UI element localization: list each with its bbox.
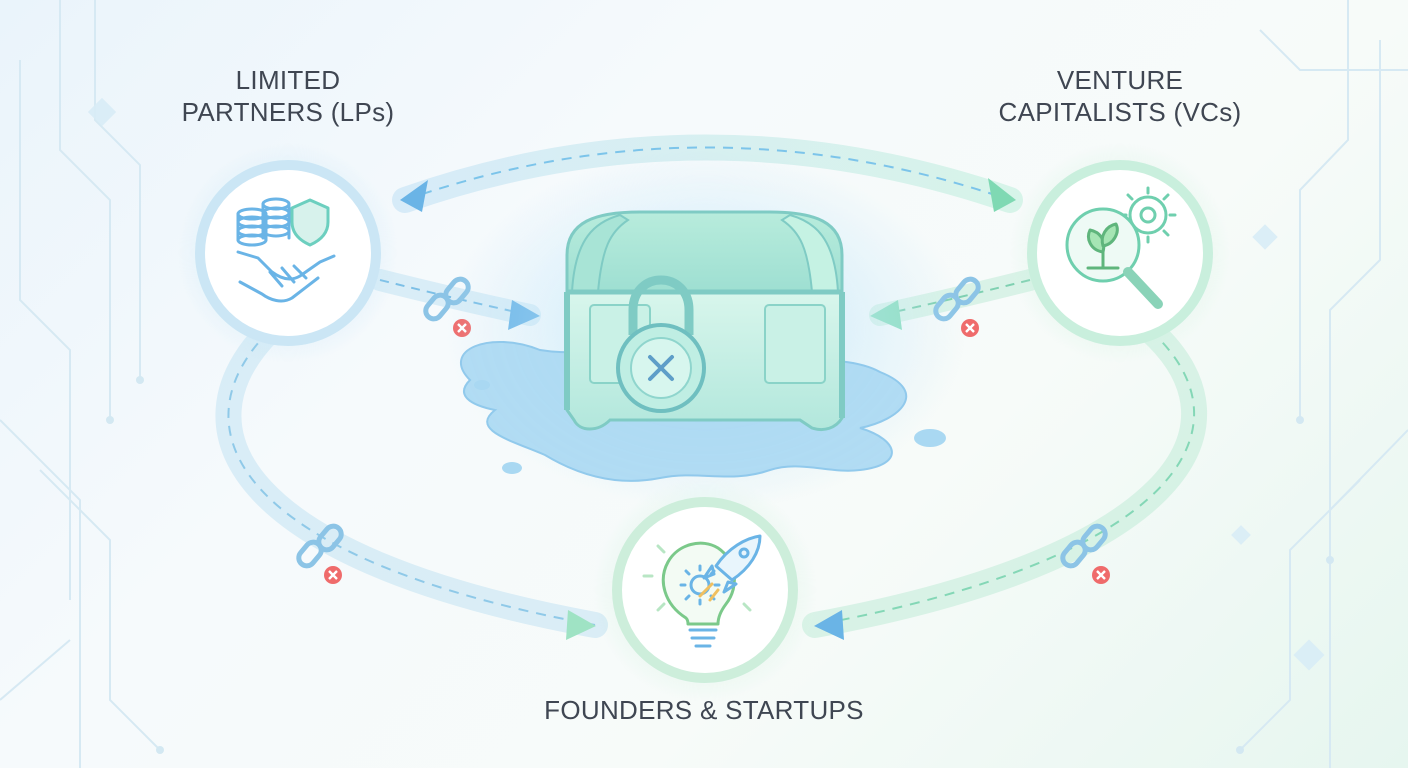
coins-shield-handshake-icon xyxy=(236,197,336,303)
arrowhead-to-founders-right xyxy=(814,610,844,640)
error-x-icon xyxy=(961,319,979,337)
lps-label-line2: PARTNERS (LPs) xyxy=(181,97,395,127)
lock-x-icon xyxy=(648,355,674,381)
circuit-nodes xyxy=(106,376,1334,754)
lightbulb-rocket-icon xyxy=(642,534,762,648)
vcs-label-line2: CAPITALISTS (VCs) xyxy=(998,97,1242,127)
founders-node xyxy=(593,478,817,702)
broken-chain-icon xyxy=(296,523,344,569)
vcs-label-line1: VENTURE xyxy=(1056,65,1184,95)
arrowhead-to-lps xyxy=(400,180,428,212)
broken-chain-icon xyxy=(1060,523,1108,569)
locked-chest-icon xyxy=(445,150,965,510)
vcs-node xyxy=(1010,143,1230,363)
lps-node xyxy=(178,143,398,363)
lps-label-line1: LIMITED xyxy=(235,65,341,95)
magnifier-sprout-gear-icon xyxy=(1065,186,1177,309)
lps-label: LIMITED PARTNERS (LPs) xyxy=(148,64,428,128)
error-x-icon xyxy=(1092,566,1110,584)
error-x-icon xyxy=(324,566,342,584)
decorative-diamonds xyxy=(87,97,1325,671)
founders-label: FOUNDERS & STARTUPS xyxy=(454,694,954,726)
arrowhead-to-vcs xyxy=(988,178,1016,212)
vcs-label: VENTURE CAPITALISTS (VCs) xyxy=(980,64,1260,128)
arrowhead-to-founders-left xyxy=(566,610,596,640)
founders-label-text: FOUNDERS & STARTUPS xyxy=(544,695,864,725)
